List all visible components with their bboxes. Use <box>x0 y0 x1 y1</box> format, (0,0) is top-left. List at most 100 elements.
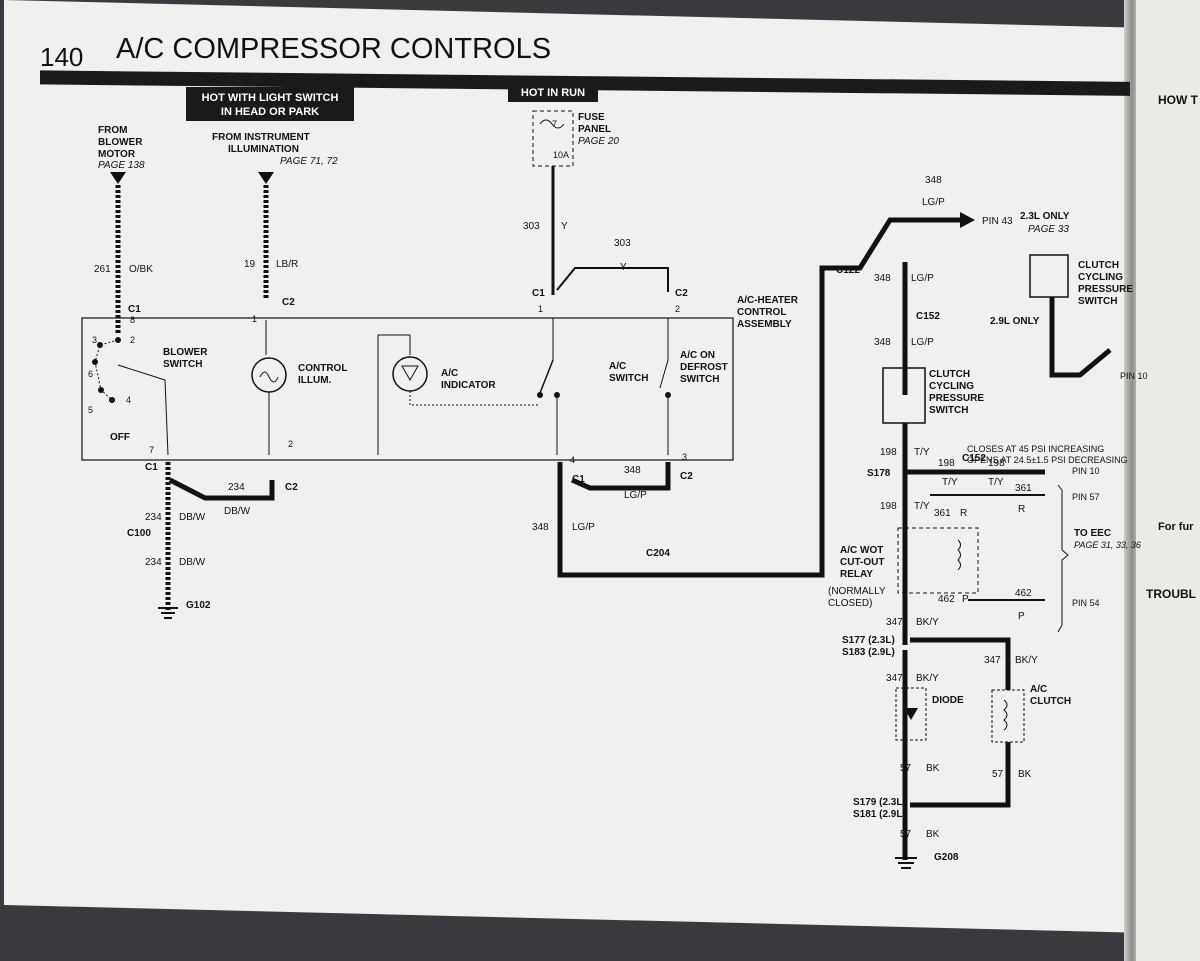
facing-trouble: TROUBL <box>1146 587 1196 601</box>
fuse-panel-2: PANEL <box>578 124 611 135</box>
wire-261-color: O/BK <box>129 264 153 275</box>
pin-234: 7 <box>149 445 154 455</box>
wire-57b-color: BK <box>1018 769 1032 780</box>
wire-234c-color: DB/W <box>179 557 206 568</box>
blower-switch-1: BLOWER <box>163 347 208 358</box>
wire-234-color: DB/W <box>224 506 251 517</box>
pin-348b: 3 <box>682 452 687 462</box>
ccps-r2: CYCLING <box>1078 272 1123 283</box>
wire-19-num: 19 <box>244 259 256 270</box>
c122: C122 <box>836 265 860 276</box>
c1-blower-top: C1 <box>128 304 141 315</box>
defrost-3: SWITCH <box>680 374 719 385</box>
pin-348a: 4 <box>570 455 575 465</box>
pin-261: 8 <box>130 315 135 325</box>
indicator-wire <box>377 334 411 455</box>
wire-348d-num: 348 <box>874 273 891 284</box>
relay-coil-icon <box>957 539 961 571</box>
c2-defrost-top: C2 <box>675 288 688 299</box>
bulb-filament <box>259 371 279 383</box>
ac-switch-blade <box>539 359 554 394</box>
c100: C100 <box>127 528 151 539</box>
pin43-arrow-icon <box>960 212 975 228</box>
diode-label: DIODE <box>932 695 964 706</box>
wire-347-color: BK/Y <box>916 617 939 628</box>
wire-348c-color: LG/P <box>922 197 945 208</box>
c152-branch: C152 <box>962 453 986 464</box>
ac-clutch-2: CLUTCH <box>1030 696 1071 707</box>
blower-pos-5: 5 <box>88 405 93 415</box>
wire-348-color: LG/P <box>624 490 647 501</box>
defrost-switch-blade <box>659 318 669 389</box>
led-icon <box>392 356 428 392</box>
clutch-cycling-switch-box <box>1029 254 1069 298</box>
clutch-coil-icon <box>1003 699 1008 731</box>
splice-s179: S179 (2.3L) <box>853 797 906 808</box>
pin-19: 1 <box>252 314 257 324</box>
wire-234c-num: 234 <box>145 557 162 568</box>
wire-234-num: 234 <box>228 482 245 493</box>
wire-348-up <box>678 217 960 578</box>
wire-57-color: BK <box>926 763 940 774</box>
page-33-label: PAGE 33 <box>1028 224 1069 235</box>
ccps-4: SWITCH <box>929 405 968 416</box>
wire-462-color: P <box>962 594 969 605</box>
wire-347b-num: 347 <box>984 655 1001 666</box>
defrost-1: A/C ON <box>680 350 715 361</box>
wire-198b-num: 198 <box>938 458 955 469</box>
wire-234b-num: 234 <box>145 512 162 523</box>
wire-198d-color: T/Y <box>914 501 930 512</box>
splice-s183: S183 (2.9L) <box>842 647 895 658</box>
wire-361-color: R <box>1018 504 1025 515</box>
pin-54: PIN 54 <box>1072 598 1100 608</box>
wot-5: CLOSED) <box>828 598 872 609</box>
instr-arrow-icon <box>258 172 274 184</box>
ac-switch-2: SWITCH <box>609 373 648 384</box>
opens-note: OPENS AT 24.5±1.5 PSI DECREASING <box>967 455 1128 465</box>
hot-light-switch-banner <box>186 87 354 121</box>
wire-361b-num: 361 <box>934 508 951 519</box>
fuse-number: 7 <box>552 119 557 129</box>
ccps-r3: PRESSURE <box>1078 284 1133 295</box>
ground-g208: G208 <box>934 852 959 863</box>
fuse-panel-1: FUSE <box>578 112 605 123</box>
from-blower-2: BLOWER <box>98 137 143 148</box>
wire-347-num: 347 <box>886 617 903 628</box>
control-assembly-3: ASSEMBLY <box>737 319 792 330</box>
closes-note: CLOSES AT 45 PSI INCREASING <box>967 444 1104 454</box>
c2-illum-top: C2 <box>282 297 295 308</box>
wire-198c-color: T/Y <box>988 477 1004 488</box>
facing-for-further: For fur <box>1158 521 1194 533</box>
fuse-icon <box>539 119 565 129</box>
wire-347-branch <box>910 637 1011 690</box>
pin-234b: 2 <box>288 439 293 449</box>
blower-arrow-icon <box>110 172 126 184</box>
c2-illum-bottom: C2 <box>285 482 298 493</box>
wire-303b-num: 303 <box>614 238 631 249</box>
wire-234b-color: DB/W <box>179 512 206 523</box>
bulb-icon <box>251 357 287 393</box>
blower-pos-4: 4 <box>126 395 131 405</box>
wire-348e-num: 348 <box>874 337 891 348</box>
pin-10: PIN 10 <box>1072 466 1100 476</box>
wire-57-branch <box>910 742 1011 808</box>
hot-in-run-label: HOT IN RUN <box>521 87 585 99</box>
wire-198d-num: 198 <box>880 501 897 512</box>
wire-57c-color: BK <box>926 829 940 840</box>
c2-defrost-bottom: C2 <box>680 471 693 482</box>
wire-57c-num: 57 <box>900 829 912 840</box>
ground-g102-icon <box>158 607 178 619</box>
ac-clutch-1: A/C <box>1030 684 1047 695</box>
wire-348-main <box>557 462 678 578</box>
control-assembly-1: A/C-HEATER <box>737 295 799 306</box>
facing-heading: HOW T <box>1158 93 1199 107</box>
wire-303-num: 303 <box>523 221 540 232</box>
fuse-panel-page: PAGE 20 <box>578 136 619 147</box>
wire-462b-color: P <box>1018 611 1025 622</box>
wire-pin10-right <box>1049 297 1112 378</box>
c1-switch-top: C1 <box>532 288 545 299</box>
wire-462-num: 462 <box>938 594 955 605</box>
ccps-3: PRESSURE <box>929 393 984 404</box>
wot-1: A/C WOT <box>840 545 883 556</box>
